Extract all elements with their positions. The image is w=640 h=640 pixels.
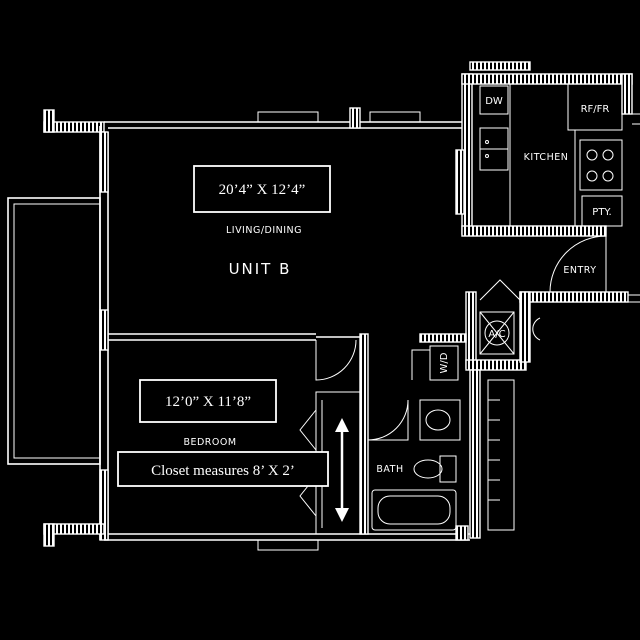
bedroom-dimensions: 12’0” X 11’8” <box>165 394 251 410</box>
ac-closet: A/C <box>479 311 541 355</box>
bath-fixtures: W/D <box>371 345 461 531</box>
pantry <box>581 195 623 227</box>
wall-ac-bottom <box>465 359 527 371</box>
living-dimensions-box <box>193 165 331 213</box>
bedroom-door <box>315 339 357 381</box>
wd-door <box>411 349 430 380</box>
entry-label: ENTRY <box>563 265 596 276</box>
wall-post <box>349 107 361 129</box>
vanity <box>419 399 461 441</box>
stove <box>579 139 623 191</box>
wall-ac-left <box>465 291 477 369</box>
ac-label: A/C <box>488 329 505 340</box>
window-bottom <box>257 539 319 551</box>
dishwasher <box>479 85 509 115</box>
closet-arrow <box>335 418 349 522</box>
burner-icon <box>586 149 598 161</box>
linen-door <box>479 279 521 301</box>
balcony-inner <box>13 203 101 459</box>
balcony <box>7 197 101 465</box>
wall-bottom-left-cap <box>43 523 55 547</box>
exterior-walls <box>7 61 640 551</box>
burner-icon <box>602 170 614 182</box>
wall-top-vent <box>469 61 531 71</box>
wall-kitchen-right <box>621 73 633 115</box>
dishwasher-label: DW <box>485 96 503 107</box>
wall-entry-left <box>519 291 531 363</box>
window-top-2 <box>369 111 421 123</box>
bathtub <box>371 489 457 531</box>
pantry-label: PTY. <box>592 207 611 218</box>
kitchen-fixtures: DW RF/FR PTY. <box>471 83 623 227</box>
refrigerator <box>567 83 623 131</box>
wall-left-upper <box>99 131 109 193</box>
burner-icon <box>602 149 614 161</box>
toilet-icon <box>413 459 443 479</box>
closet-note: Closet measures 8’ X 2’ <box>151 463 295 479</box>
wall-kitchen-counter <box>455 149 465 215</box>
washer-dryer-label: W/D <box>439 352 450 373</box>
wall-bottom-post <box>455 525 469 541</box>
refrigerator-label: RF/FR <box>581 104 610 115</box>
wall-entry <box>519 291 629 303</box>
closet-door-1 <box>299 409 317 451</box>
window-top-1 <box>257 111 319 123</box>
burner-icon <box>586 170 598 182</box>
wall-left-mid <box>99 309 109 351</box>
bath-label: BATH <box>376 464 403 475</box>
toilet-tank <box>439 455 457 483</box>
linen-shelves <box>487 379 515 531</box>
wall-closet-bath <box>359 333 369 535</box>
bath-door <box>367 399 409 441</box>
wall-kitchen-top <box>461 73 633 85</box>
entry-door <box>549 235 607 293</box>
ac-unit <box>479 311 515 355</box>
living-dimensions: 20’4” X 12’4” <box>219 182 306 198</box>
ac-door <box>532 317 541 341</box>
wall-top-left-cap <box>43 109 55 133</box>
wall-bath-top <box>419 333 467 343</box>
wall-bath-right <box>469 369 481 539</box>
ac-icon <box>484 320 510 346</box>
sink-icon <box>425 409 451 431</box>
closet-note-box <box>117 451 329 487</box>
living-dining-label: LIVING/DINING <box>226 225 302 236</box>
washer-dryer <box>429 345 459 381</box>
bathtub-inner <box>377 495 451 525</box>
unit-label: UNIT B <box>229 260 292 278</box>
interior-walls <box>108 149 607 535</box>
bedroom-dimensions-box <box>139 379 277 423</box>
kitchen-label: KITCHEN <box>524 152 569 163</box>
wall-kitchen-bottom <box>461 225 607 237</box>
bedroom-label: BEDROOM <box>183 437 236 448</box>
